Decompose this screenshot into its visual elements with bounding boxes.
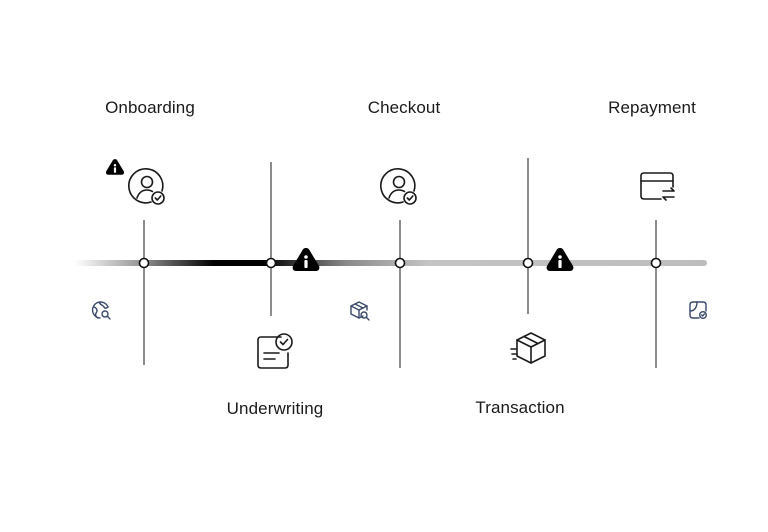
timeline-node-transaction[interactable] [522,257,534,269]
alert-icon-onboarding[interactable] [105,159,125,175]
alert-icon-underwriting[interactable] [292,248,320,271]
document-check-icon [257,333,293,369]
stage-label-checkout: Checkout [367,98,441,117]
stage-label-underwriting: Underwriting [226,399,324,418]
user-check-icon [380,168,417,205]
timeline-node-underwriting[interactable] [265,257,277,269]
stage-label-transaction: Transaction [475,398,565,417]
alert-icon-transaction[interactable] [546,248,574,271]
card-exchange-icon [640,172,675,201]
shape-badge-icon [689,301,707,319]
timeline-node-repayment[interactable] [650,257,662,269]
stage-label-repayment: Repayment [608,98,696,117]
globe-search-icon [91,301,111,320]
user-check-icon [128,168,165,205]
timeline-node-checkout[interactable] [394,257,406,269]
timeline-node-onboarding[interactable] [138,257,150,269]
box-search-icon [350,301,370,321]
stage-label-onboarding: Onboarding [105,98,195,117]
package-icon [510,332,546,364]
